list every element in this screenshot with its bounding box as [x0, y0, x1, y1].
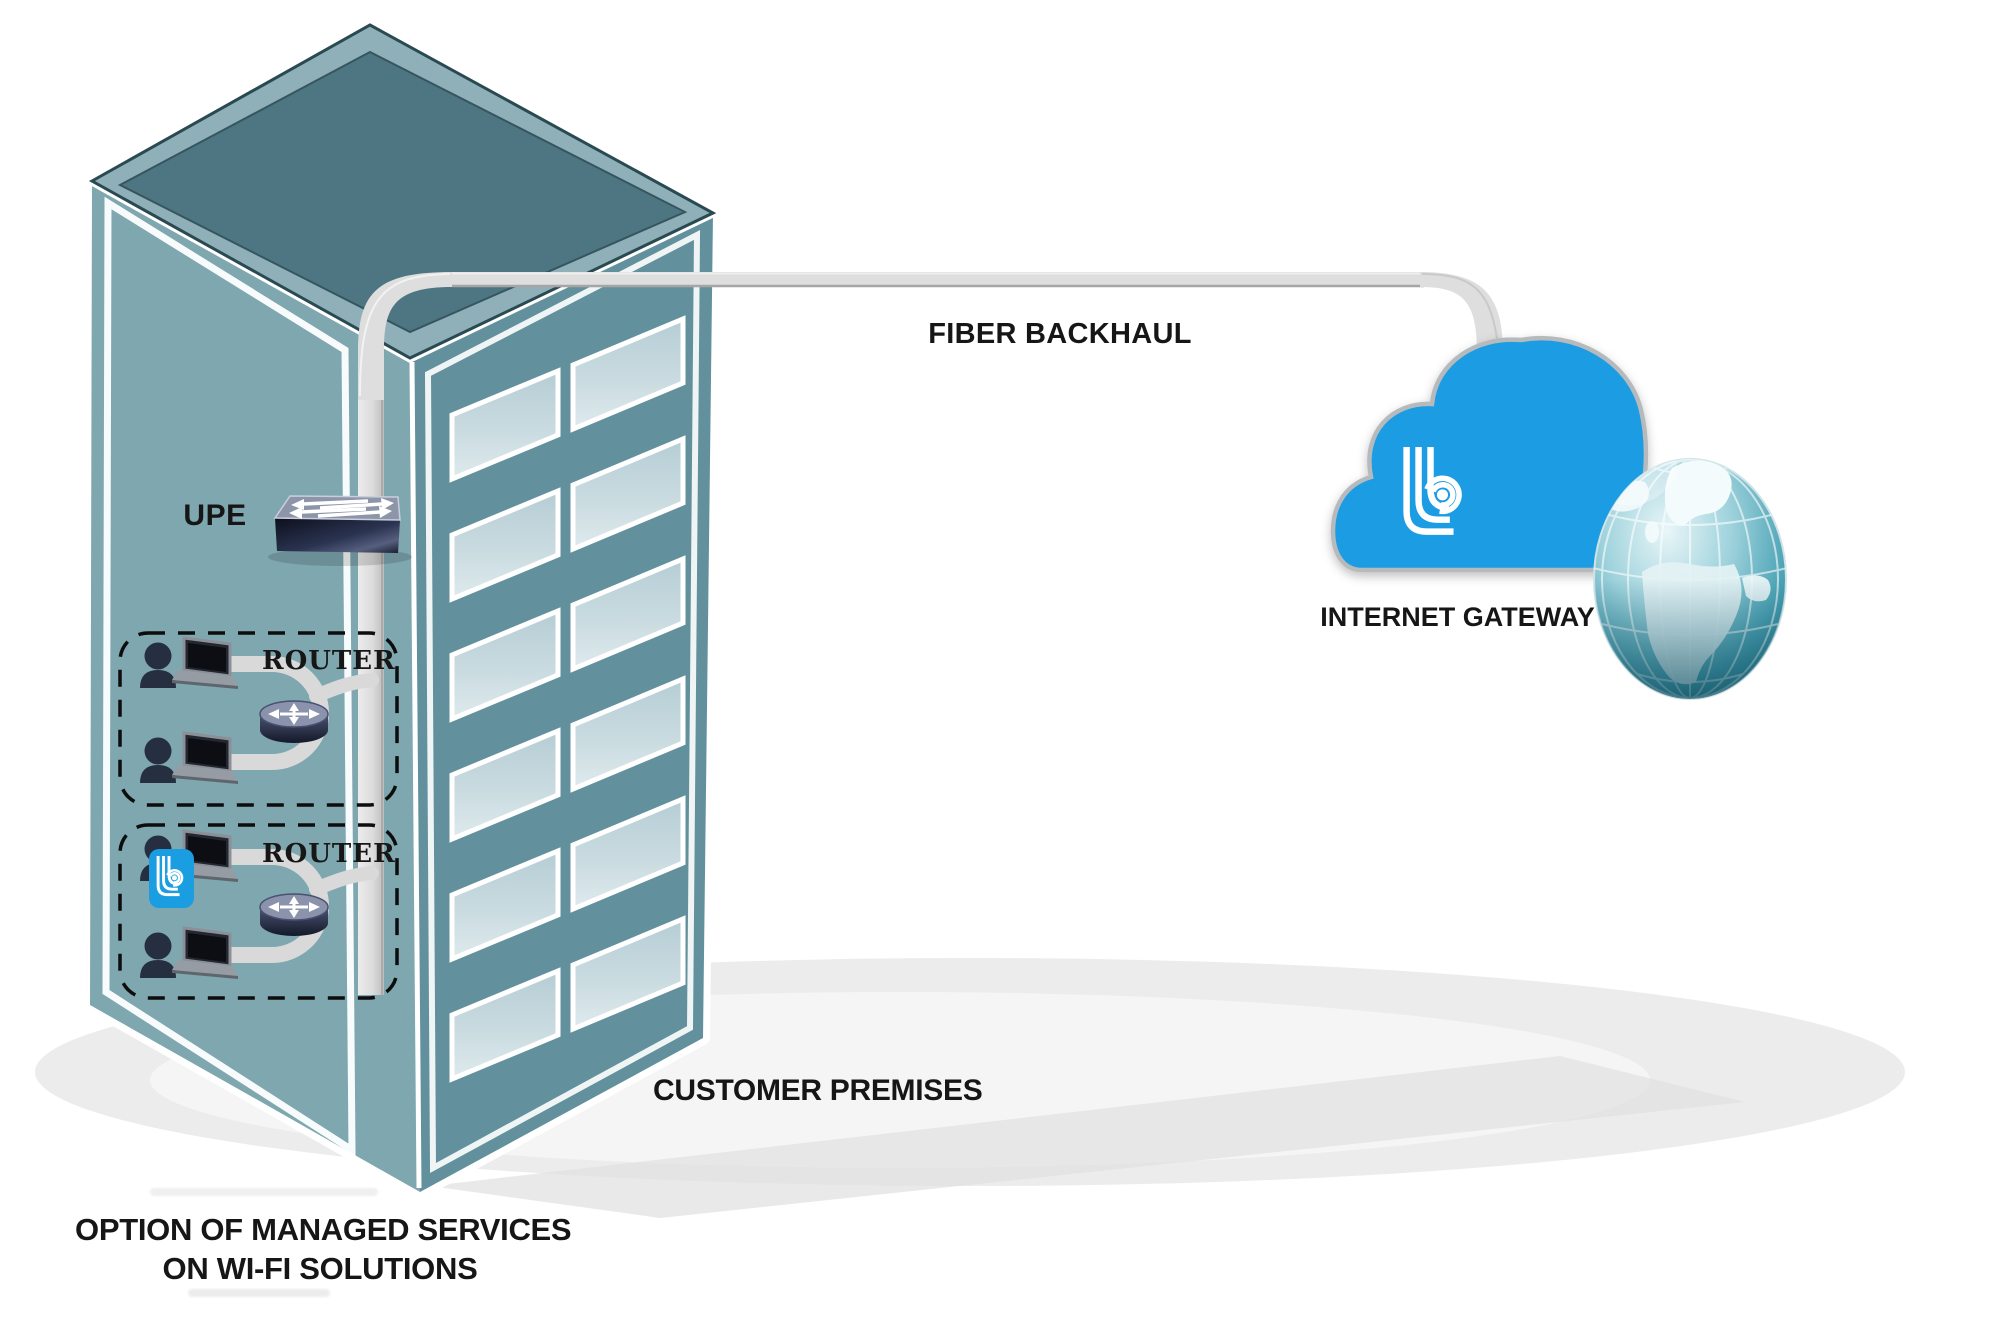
managed-services-caption: OPTION OF MANAGED SERVICES ON WI-FI SOLU…	[75, 1210, 572, 1288]
customer-premises-label: CUSTOMER PREMISES	[653, 1074, 983, 1107]
wifi-access-point-badge	[149, 849, 194, 908]
upe-switch-icon	[268, 495, 412, 566]
building-left-face	[90, 181, 420, 1192]
globe-icon	[1593, 458, 1787, 700]
router-group-2	[118, 823, 399, 1000]
managed-services-line1: OPTION OF MANAGED SERVICES	[75, 1212, 572, 1247]
user-laptop-icon	[138, 926, 240, 981]
router-group-2-label: ROUTER	[262, 839, 396, 869]
router-group-1-label: ROUTER	[262, 646, 396, 676]
internet-cloud-icon	[1330, 335, 1649, 573]
faded-text-artifact	[188, 1289, 330, 1297]
upe-label: UPE	[183, 499, 247, 532]
router-group-1	[118, 631, 399, 807]
building-windows	[449, 315, 686, 1083]
user-laptop-icon	[138, 636, 240, 691]
router-icon	[258, 892, 330, 938]
customer-premises-building-icon	[83, 18, 720, 1199]
router-icon	[258, 699, 330, 745]
user-laptop-icon	[138, 731, 240, 786]
internet-gateway-label: INTERNET GATEWAY	[1320, 602, 1595, 632]
fiber-backhaul-label: FIBER BACKHAUL	[928, 318, 1192, 350]
faded-text-artifact	[150, 1188, 378, 1196]
managed-services-line2: ON WI-FI SOLUTIONS	[162, 1251, 478, 1286]
